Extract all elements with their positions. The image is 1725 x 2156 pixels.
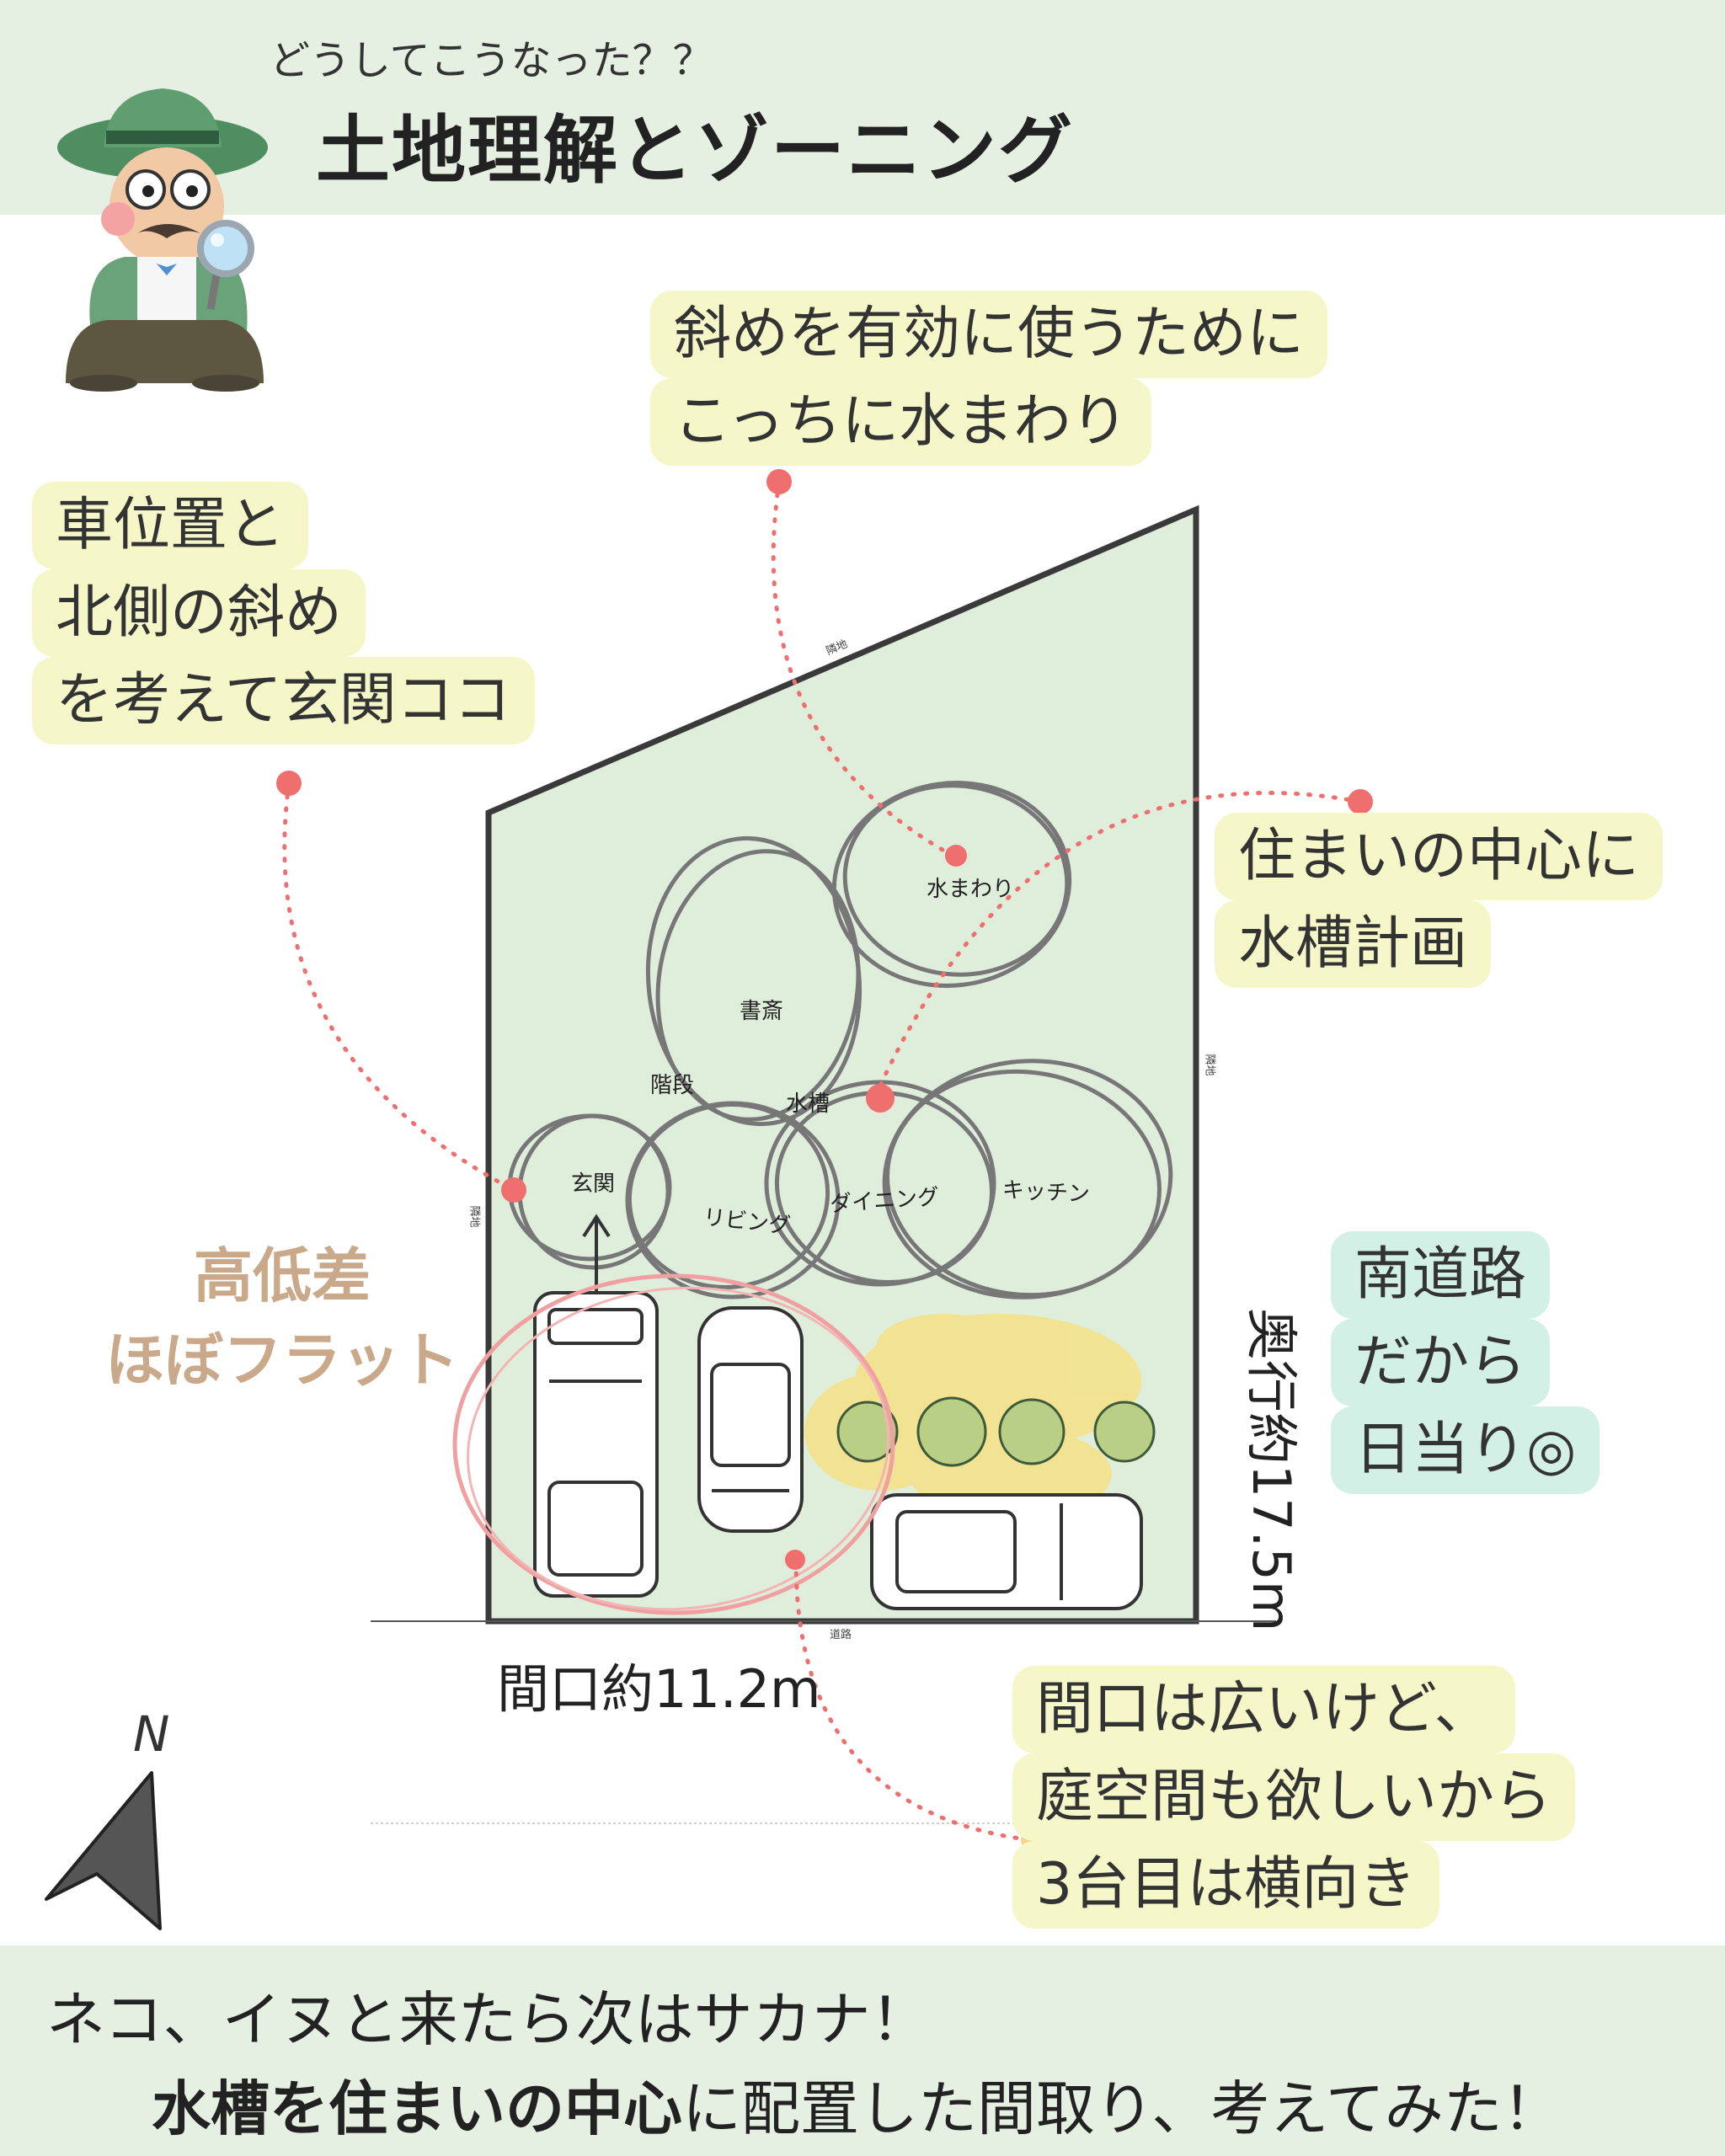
car-1 bbox=[533, 1291, 659, 1598]
room-stairs: 階段 bbox=[650, 1073, 695, 1098]
room-study: 書斎 bbox=[740, 999, 784, 1024]
frontage-dimension: 間口約11.2m bbox=[497, 1658, 821, 1720]
pointer-dot-entrance bbox=[276, 771, 302, 796]
detective-illustration bbox=[57, 88, 268, 392]
car-3 bbox=[870, 1493, 1143, 1610]
room-water: 水まわり bbox=[927, 877, 1015, 902]
room-entrance: 玄関 bbox=[571, 1171, 616, 1197]
pointer-dot-tank bbox=[1348, 789, 1373, 814]
note-entrance: 車位置と 北側の斜め を考えて玄関ココ bbox=[32, 482, 535, 744]
label-road: 道路 bbox=[830, 1629, 852, 1641]
pointer-dot-water-end bbox=[945, 845, 967, 867]
elevation-sub: ほぼフラット bbox=[105, 1326, 459, 1395]
pointer-line-water bbox=[771, 479, 959, 860]
footer-emphasis: 水槽を住まいの中心 bbox=[152, 2074, 682, 2143]
elevation-note: 高低差 ほぼフラット bbox=[88, 1234, 476, 1402]
pointer-line-entrance bbox=[282, 781, 516, 1193]
pointer-dot-entrance-end bbox=[501, 1177, 526, 1203]
pointer-line-frontage bbox=[793, 1558, 1034, 1843]
footer-line-2: 水槽を住まいの中心に配置した間取り、考えてみた！ bbox=[152, 2062, 1562, 2147]
pointer-line-tank bbox=[873, 790, 1363, 1097]
room-tank: 水槽 bbox=[786, 1091, 830, 1117]
pointer-dot-tank-end bbox=[866, 1084, 895, 1113]
compass-label: N bbox=[133, 1705, 170, 1763]
pointer-dot-water bbox=[766, 469, 792, 494]
parking-highlight bbox=[452, 1273, 895, 1615]
footer-line-1: ネコ、イヌと来たら次はサカナ！ bbox=[46, 1985, 930, 2054]
car-2 bbox=[697, 1306, 804, 1533]
header-subtitle: どうしてこうなった？？ bbox=[270, 37, 713, 84]
depth-dimension: 奥行約17.5m bbox=[1241, 1307, 1302, 1632]
room-kitchen: キッチン bbox=[1001, 1177, 1091, 1208]
shrubs bbox=[836, 1396, 1156, 1467]
footer-band bbox=[0, 1945, 1725, 2156]
page-title: 土地理解とゾーニング bbox=[316, 107, 1075, 194]
header-band bbox=[0, 0, 1725, 215]
note-water-area: 斜めを有効に使うために こっちに水まわり bbox=[650, 291, 1328, 466]
elevation-title: 高低差 bbox=[194, 1241, 371, 1310]
label-neighbor-right: 隣地 bbox=[1203, 1054, 1216, 1076]
note-frontage: 間口は広いけど、 庭空間も欲しいから 3台目は横向き bbox=[1012, 1666, 1576, 1929]
footer-rest: に配置した間取り、考えてみた！ bbox=[682, 2074, 1562, 2143]
pointer-dot-frontage bbox=[785, 1550, 805, 1570]
note-south-road: 南道路 だから 日当り◎ bbox=[1331, 1231, 1600, 1494]
label-neighbor-left: 隣地 bbox=[467, 1205, 481, 1228]
compass-arrow bbox=[45, 1771, 162, 1930]
note-tank: 住まいの中心に 水槽計画 bbox=[1215, 813, 1664, 988]
